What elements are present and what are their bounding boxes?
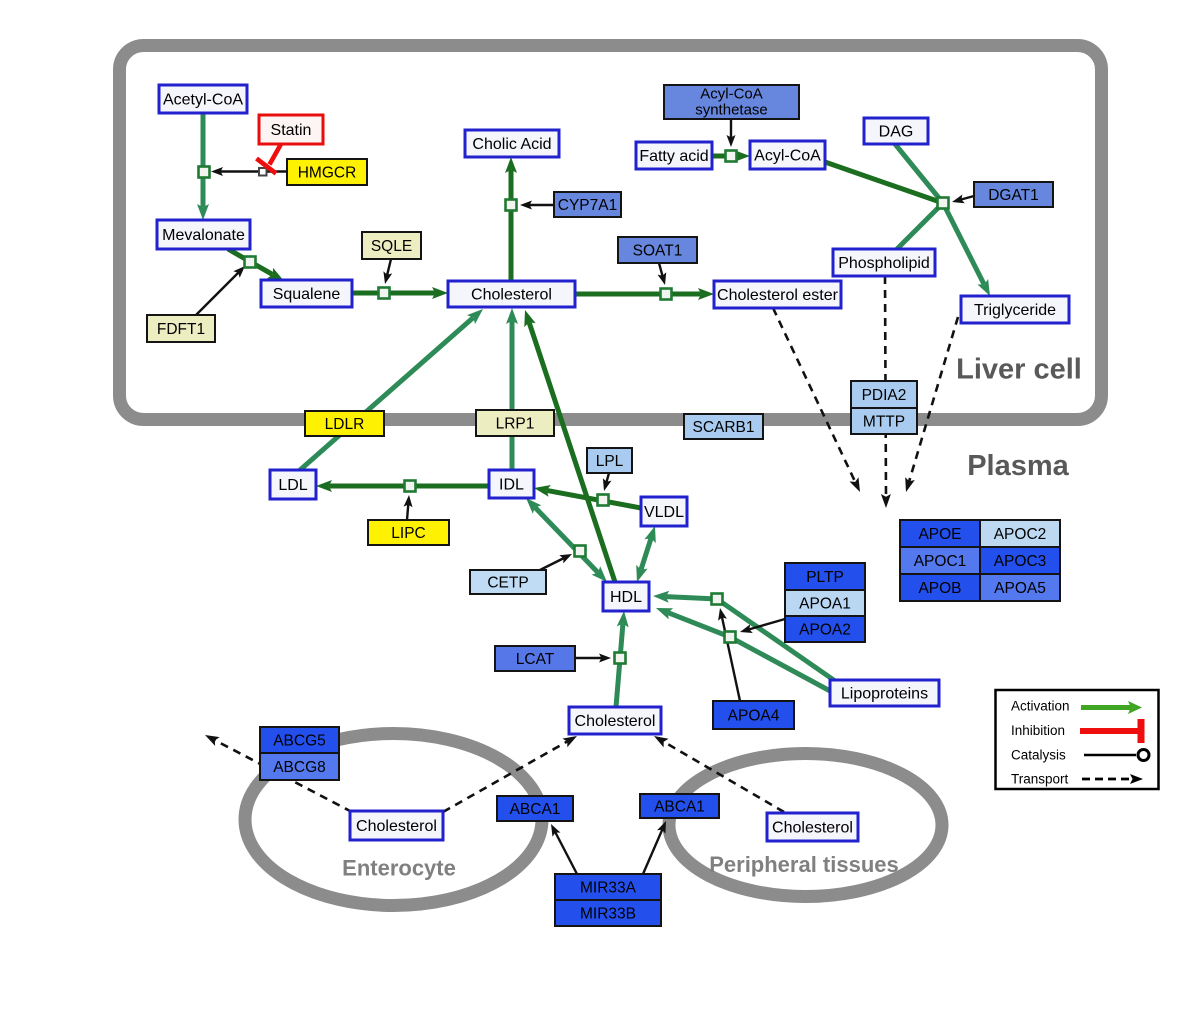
svg-text:PLTP: PLTP (806, 569, 844, 586)
svg-text:Fatty acid: Fatty acid (639, 148, 708, 165)
svg-text:IDL: IDL (499, 477, 524, 494)
svg-text:HMGCR: HMGCR (298, 165, 357, 182)
svg-text:APOA1: APOA1 (799, 596, 851, 613)
svg-text:Lipoproteins: Lipoproteins (841, 686, 928, 703)
svg-text:Inhibition: Inhibition (1011, 723, 1065, 738)
svg-text:Acyl-CoA: Acyl-CoA (754, 148, 821, 165)
svg-text:MTTP: MTTP (863, 414, 905, 431)
svg-text:SCARB1: SCARB1 (692, 419, 754, 436)
svg-text:Enterocyte: Enterocyte (342, 856, 456, 881)
svg-text:SOAT1: SOAT1 (633, 243, 683, 260)
svg-text:Cholesterol ester: Cholesterol ester (717, 287, 839, 304)
svg-text:Transport: Transport (1011, 772, 1069, 787)
svg-text:FDFT1: FDFT1 (157, 321, 205, 338)
svg-text:LRP1: LRP1 (496, 416, 535, 433)
svg-text:ABCA1: ABCA1 (510, 801, 561, 818)
svg-text:Cholesterol: Cholesterol (471, 287, 552, 304)
svg-text:MIR33B: MIR33B (580, 906, 636, 923)
svg-text:Plasma: Plasma (967, 450, 1069, 482)
svg-text:LIPC: LIPC (391, 525, 425, 542)
svg-text:Acyl-CoA: Acyl-CoA (700, 86, 763, 103)
svg-text:LPL: LPL (596, 453, 624, 470)
svg-text:APOA5: APOA5 (994, 580, 1046, 597)
svg-text:Cholesterol: Cholesterol (575, 713, 656, 730)
svg-text:LDL: LDL (278, 477, 307, 494)
svg-text:APOE: APOE (918, 526, 961, 543)
svg-text:Triglyceride: Triglyceride (974, 302, 1056, 319)
svg-text:APOC3: APOC3 (994, 553, 1047, 570)
svg-text:APOB: APOB (918, 580, 961, 597)
svg-text:HDL: HDL (610, 589, 642, 606)
svg-text:APOA2: APOA2 (799, 622, 851, 639)
svg-text:ABCA1: ABCA1 (654, 799, 705, 816)
svg-text:Cholesterol: Cholesterol (772, 820, 853, 837)
svg-text:VLDL: VLDL (644, 504, 684, 521)
svg-text:Cholic Acid: Cholic Acid (472, 136, 551, 153)
svg-text:Phospholipid: Phospholipid (838, 255, 930, 272)
svg-text:DGAT1: DGAT1 (988, 187, 1039, 204)
svg-text:synthetase: synthetase (695, 102, 768, 119)
svg-text:Catalysis: Catalysis (1011, 748, 1066, 763)
svg-text:APOC1: APOC1 (914, 553, 967, 570)
svg-text:Cholesterol: Cholesterol (356, 818, 437, 835)
svg-text:ABCG8: ABCG8 (273, 759, 326, 776)
svg-text:Liver cell: Liver cell (956, 354, 1082, 386)
svg-text:PDIA2: PDIA2 (862, 387, 907, 404)
svg-text:APOC2: APOC2 (994, 526, 1047, 543)
svg-text:LDLR: LDLR (325, 416, 365, 433)
svg-text:LCAT: LCAT (516, 651, 555, 668)
svg-text:SQLE: SQLE (371, 238, 412, 255)
svg-text:Statin: Statin (271, 122, 312, 139)
svg-text:CETP: CETP (487, 575, 528, 592)
svg-text:APOA4: APOA4 (728, 708, 780, 725)
svg-text:Activation: Activation (1011, 699, 1070, 714)
svg-text:Peripheral tissues: Peripheral tissues (709, 852, 899, 877)
svg-text:Acetyl-CoA: Acetyl-CoA (163, 92, 243, 109)
svg-text:Mevalonate: Mevalonate (162, 227, 245, 244)
svg-text:DAG: DAG (879, 124, 914, 141)
svg-text:CYP7A1: CYP7A1 (558, 197, 617, 214)
svg-text:MIR33A: MIR33A (580, 880, 637, 897)
svg-text:ABCG5: ABCG5 (273, 733, 326, 750)
svg-text:Squalene: Squalene (273, 286, 341, 303)
